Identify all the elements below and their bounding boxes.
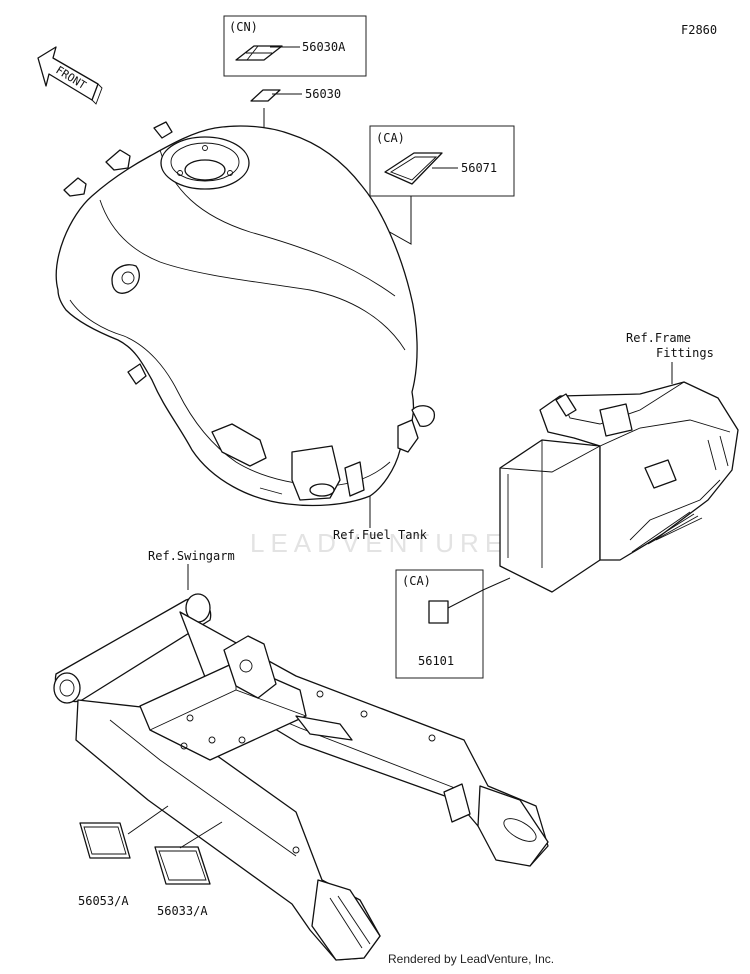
fuel-tank — [55, 121, 436, 507]
label-56053a-icon — [79, 822, 131, 859]
part-56030[interactable]: 56030 — [305, 87, 341, 101]
label-56071-icon — [384, 152, 443, 185]
label-56101-icon — [428, 600, 449, 624]
ca-top-group: (CA) 56071 — [369, 125, 515, 197]
part-56053a[interactable]: 56053/A — [78, 894, 129, 908]
diagram-id: F2860 — [681, 23, 717, 37]
part-56030a[interactable]: 56030A — [302, 40, 346, 54]
ref-swingarm[interactable]: Ref.Swingarm — [148, 549, 235, 563]
watermark: LEADVENTURE — [250, 528, 508, 558]
ca-bottom-group: (CA) 56101 — [395, 569, 484, 679]
part-56071[interactable]: 56071 — [461, 161, 497, 175]
part-56033a[interactable]: 56033/A — [157, 904, 208, 918]
ref-frame-line2[interactable]: Fittings — [656, 346, 714, 360]
cn-label: (CN) — [229, 20, 258, 34]
credit: Rendered by LeadVenture, Inc. — [388, 952, 554, 966]
swingarm — [53, 593, 549, 961]
frame-fittings — [499, 381, 739, 593]
front-arrow-icon: FRONT — [37, 46, 103, 105]
part-56101[interactable]: 56101 — [418, 654, 454, 668]
cn-group: (CN) 56030A — [223, 15, 367, 77]
ca-bottom-label: (CA) — [402, 574, 431, 588]
label-56030-icon — [250, 89, 281, 102]
ca-top-label: (CA) — [376, 131, 405, 145]
ref-frame-line1[interactable]: Ref.Frame — [626, 331, 691, 345]
ref-fuel-tank[interactable]: Ref.Fuel Tank — [333, 528, 428, 542]
label-56030a-icon — [235, 45, 283, 61]
label-56033a-icon — [154, 846, 211, 885]
